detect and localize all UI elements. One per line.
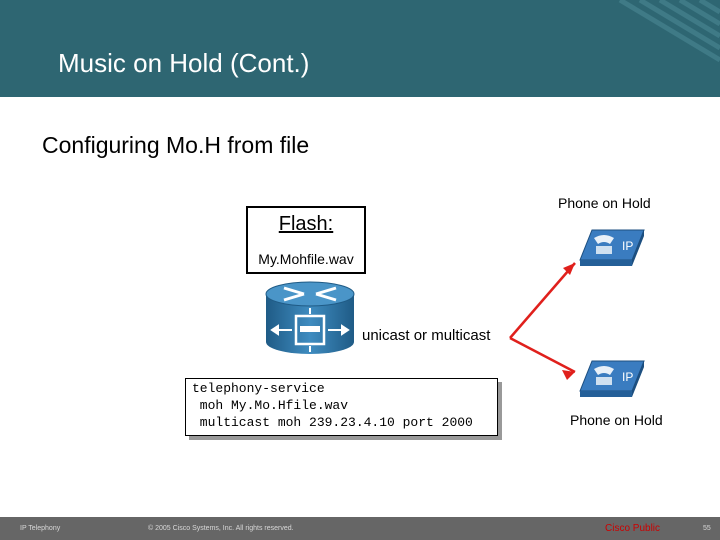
footer-classification: Cisco Public [605, 523, 661, 534]
phone-badge: IP [622, 370, 633, 384]
config-line: moh My.Mo.Hfile.wav [192, 398, 349, 413]
ip-phone-icon: IP [579, 360, 645, 397]
link-to-bottom-phone [509, 336, 576, 374]
config-box: telephony-service moh My.Mo.Hfile.wav mu… [185, 378, 498, 436]
voice-router-icon [265, 281, 355, 354]
unicast-multicast-label: unicast or multicast [362, 327, 491, 344]
flash-label: Flash: [278, 213, 334, 235]
phone-top-label: Phone on Hold [558, 195, 651, 211]
config-line: telephony-service [192, 381, 325, 396]
header-band: Music on Hold (Cont.) [0, 0, 720, 97]
arrow-bottom-icon [562, 370, 575, 380]
config-line: multicast moh 239.23.4.10 port 2000 [192, 415, 473, 430]
slide-title: Music on Hold (Cont.) [58, 48, 310, 78]
phone-badge: IP [622, 239, 633, 253]
phone-bottom-label: Phone on Hold [570, 412, 663, 428]
flash-storage-box: Flash: My.Mohfile.wav [246, 206, 366, 274]
page-number: 55 [703, 525, 711, 532]
footer-bar: IP Telephony © 2005 Cisco Systems, Inc. … [0, 517, 720, 540]
header-stripes [618, 0, 720, 63]
footer-course: IP Telephony [20, 525, 61, 532]
footer-copyright: © 2005 Cisco Systems, Inc. All rights re… [148, 525, 294, 532]
ip-phone-icon: IP [579, 229, 645, 266]
flash-file-name: My.Mohfile.wav [258, 251, 354, 267]
arrow-top-icon [563, 263, 575, 275]
link-to-top-phone [509, 262, 576, 339]
slide-subtitle: Configuring Mo.H from file [42, 132, 310, 158]
